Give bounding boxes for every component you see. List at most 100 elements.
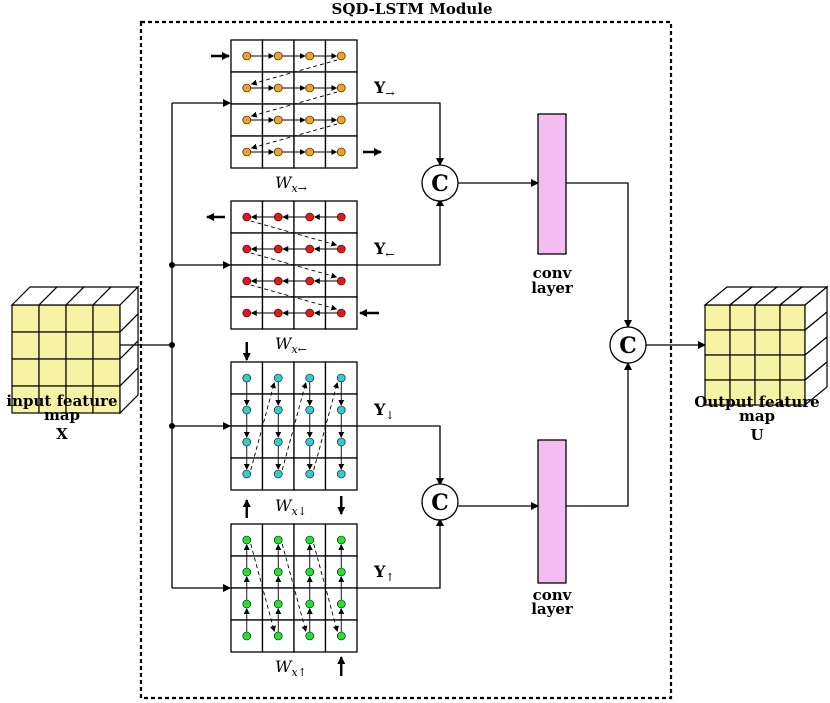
cube-cell xyxy=(11,385,40,414)
output-label-line2: map xyxy=(739,407,775,425)
lstm-node xyxy=(242,469,252,479)
lstm-node xyxy=(305,276,315,286)
lstm-node xyxy=(305,147,315,157)
lstm-node xyxy=(242,567,252,577)
lstm-node xyxy=(336,51,346,61)
lstm-node xyxy=(305,212,315,222)
cube-cell xyxy=(754,304,781,331)
cube-cell xyxy=(92,358,121,387)
lstm-node xyxy=(242,83,252,93)
scan-dashed-arrow xyxy=(313,382,339,471)
lstm-node xyxy=(273,115,283,125)
cube-cell xyxy=(779,329,806,356)
lstm-node xyxy=(336,437,346,447)
lstm-node xyxy=(336,535,346,545)
w-up-label: Wx↑ xyxy=(275,657,307,679)
lstm-node xyxy=(242,437,252,447)
lstm-node xyxy=(336,599,346,609)
cube-cell xyxy=(729,354,756,381)
lstm-node xyxy=(336,115,346,125)
svg-text:Wx→: Wx→ xyxy=(275,173,307,195)
cube-cell xyxy=(754,354,781,381)
cube-cell xyxy=(38,385,67,414)
scan-dashed-arrow xyxy=(281,543,308,632)
scan-dashed-arrow xyxy=(250,382,276,471)
lstm-node xyxy=(305,535,315,545)
lstm-node xyxy=(242,212,252,222)
lstm-node xyxy=(273,276,283,286)
cube-cell xyxy=(704,329,731,356)
lstm-node xyxy=(242,51,252,61)
lstm-node xyxy=(336,212,346,222)
y-up-label: Y↑ xyxy=(373,562,395,584)
lstm-node xyxy=(305,599,315,609)
svg-text:Wx↑: Wx↑ xyxy=(275,657,307,679)
input-label-line2: map xyxy=(44,406,80,424)
lstm-node xyxy=(273,437,283,447)
lstm-node xyxy=(336,147,346,157)
lstm-node xyxy=(305,51,315,61)
output-label-line1: Output feature xyxy=(694,393,819,411)
output-symbol: U xyxy=(750,426,763,444)
junction-dot xyxy=(169,262,175,268)
svg-text:Wx↓: Wx↓ xyxy=(275,496,307,518)
lstm-node xyxy=(273,469,283,479)
svg-text:Y←: Y← xyxy=(373,239,395,261)
output-feature-cube xyxy=(703,285,829,407)
scan-dashed-arrow xyxy=(250,220,338,247)
cube-cell xyxy=(729,304,756,331)
lstm-node xyxy=(336,469,346,479)
lstm-node xyxy=(336,631,346,641)
module-border xyxy=(139,20,673,700)
concat-node-bottom: C xyxy=(421,483,459,521)
lstm-node xyxy=(305,308,315,318)
scan-dashed-arrow xyxy=(281,382,308,471)
cube-cell xyxy=(779,354,806,381)
conv-layer-bottom xyxy=(537,439,567,584)
cube-cell xyxy=(92,304,121,333)
w-down-label: Wx↓ xyxy=(275,496,307,518)
lstm-node xyxy=(273,51,283,61)
lstm-node xyxy=(273,373,283,383)
module-title: SQD-LSTM Module xyxy=(331,0,492,18)
lstm-node xyxy=(273,567,283,577)
cube-cell xyxy=(779,379,806,406)
conv-bottom-label-line2: layer xyxy=(531,600,574,618)
y-right-label: Y→ xyxy=(373,78,395,100)
cube-side-face xyxy=(804,360,828,407)
scan-dashed-arrow xyxy=(250,123,338,150)
input-feature-cube xyxy=(10,285,140,415)
lstm-node xyxy=(305,115,315,125)
cube-cell xyxy=(704,354,731,381)
input-connectors xyxy=(120,99,231,592)
lstm-node xyxy=(273,244,283,254)
cube-cell xyxy=(65,304,94,333)
conv-bottom-label-line1: conv xyxy=(533,586,573,604)
grid-top-to-bottom xyxy=(230,342,358,515)
lstm-node xyxy=(305,83,315,93)
w-right-label: Wx→ xyxy=(275,173,307,195)
svg-text:Y↑: Y↑ xyxy=(373,562,395,584)
scan-dashed-arrow xyxy=(313,543,339,632)
cube-cell xyxy=(92,331,121,360)
conv-top-label-line1: conv xyxy=(533,264,573,282)
cube-cell xyxy=(65,358,94,387)
svg-text:C: C xyxy=(431,490,449,516)
lstm-node xyxy=(273,631,283,641)
cube-side-face xyxy=(119,366,139,415)
junction-dot xyxy=(169,423,175,429)
cube-cell xyxy=(92,385,121,414)
input-label-line1: input feature xyxy=(6,392,117,410)
lstm-node xyxy=(305,405,315,415)
lstm-node xyxy=(273,308,283,318)
cube-cell xyxy=(11,304,40,333)
lstm-node xyxy=(273,535,283,545)
lstm-node xyxy=(242,244,252,254)
scan-dashed-arrow xyxy=(250,252,338,279)
cube-cell xyxy=(38,304,67,333)
svg-text:Y→: Y→ xyxy=(373,78,395,100)
cube-cell xyxy=(11,358,40,387)
lstm-node xyxy=(273,212,283,222)
cube-cell xyxy=(704,304,731,331)
svg-text:Wx←: Wx← xyxy=(275,334,307,356)
